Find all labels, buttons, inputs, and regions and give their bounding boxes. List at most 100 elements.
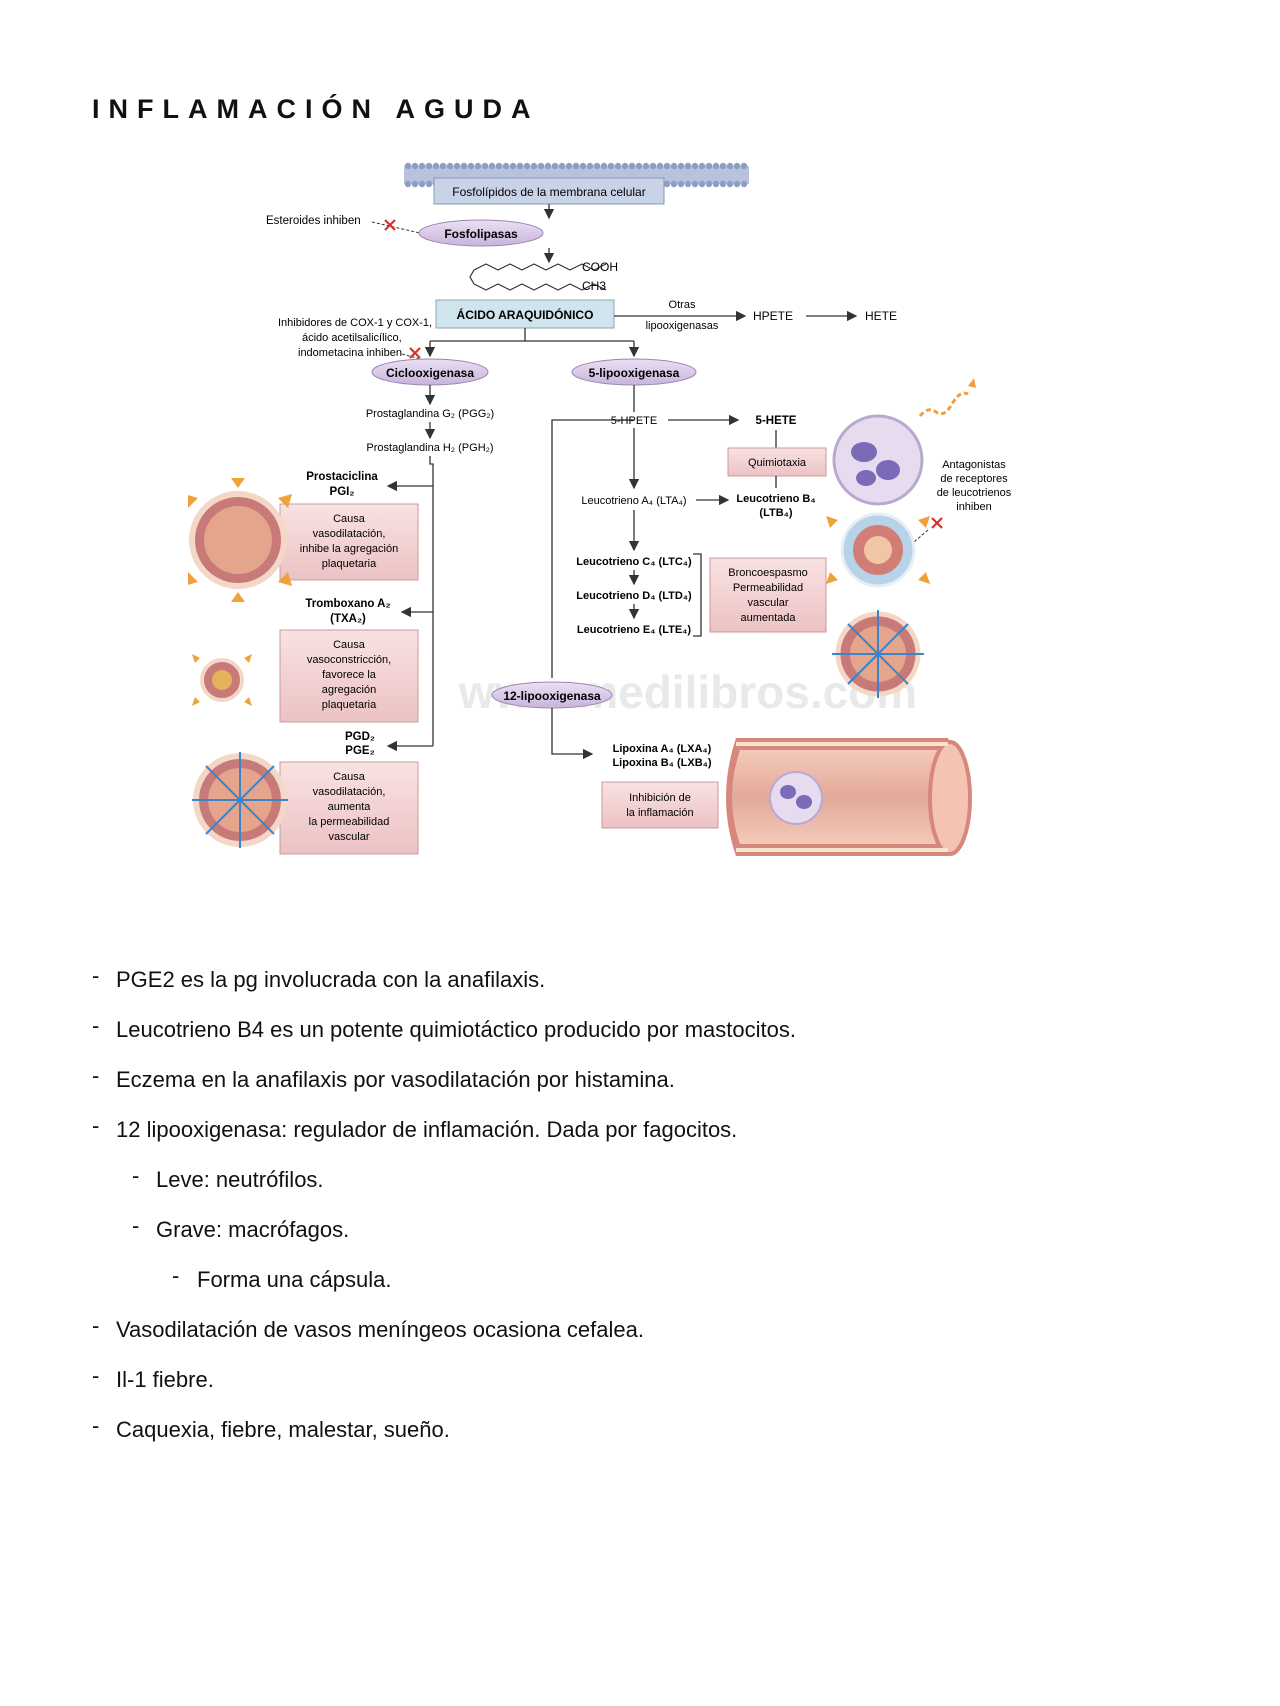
svg-text:vascular: vascular	[748, 597, 789, 609]
note-item: -Il-1 fiebre.	[92, 1363, 1212, 1395]
svg-text:vasodilatación,: vasodilatación,	[313, 528, 386, 540]
pgh2-label: Prostaglandina H₂ (PGH₂)	[366, 442, 493, 454]
svg-text:vasodilatación,: vasodilatación,	[313, 786, 386, 798]
lipid-head	[425, 180, 433, 188]
note-item: -Eczema en la anafilaxis por vasodilatac…	[92, 1063, 1212, 1095]
lipid-head	[495, 162, 503, 170]
lipid-head	[691, 180, 699, 188]
lipoxin-effect-box	[601, 781, 719, 829]
lipid-head	[733, 162, 741, 170]
cox-inhibitors-line-1: Inhibidores de COX-1 y COX-1,	[278, 317, 432, 329]
arachidonic-acid-structure	[469, 263, 607, 291]
lipid-head	[488, 162, 496, 170]
lta4-label: Leucotrieno A₄ (LTA₄)	[581, 495, 686, 507]
other-lox-label-1: Otras	[669, 299, 696, 311]
five-hpete-label: 5-HPETE	[611, 415, 657, 427]
bullet-dash: -	[132, 1213, 140, 1238]
lipid-head	[481, 162, 489, 170]
lipid-head	[600, 162, 608, 170]
lipid-head	[530, 162, 538, 170]
lipid-head	[712, 180, 720, 188]
lipid-head	[691, 162, 699, 170]
lipid-head	[670, 162, 678, 170]
lipid-head	[579, 162, 587, 170]
thromboxane-label: Tromboxano A₂	[305, 598, 390, 610]
lipid-head	[740, 162, 748, 170]
svg-text:Causa: Causa	[333, 771, 366, 783]
note-text: PGE2 es la pg involucrada con la anafila…	[116, 967, 546, 992]
svg-text:plaquetaria: plaquetaria	[322, 558, 377, 570]
note-text: Leve: neutrófilos.	[156, 1167, 324, 1192]
lipid-head	[586, 162, 594, 170]
lipid-head	[544, 162, 552, 170]
steroids-inhibit-label: Esteroides inhiben	[266, 215, 361, 227]
txa2-effect-box	[279, 629, 419, 723]
cooh-label: COOH	[582, 260, 618, 274]
lipid-head	[418, 180, 426, 188]
lipid-head	[446, 162, 454, 170]
svg-text:inhiben: inhiben	[956, 501, 991, 513]
lipid-head	[411, 162, 419, 170]
note-text: Il-1 fiebre.	[116, 1367, 214, 1392]
lipid-head	[467, 162, 475, 170]
bronchospasm-text: Broncoespasmo Permeabilidad vascular aum…	[728, 567, 808, 624]
lipid-head	[726, 180, 734, 188]
lipid-head	[474, 162, 482, 170]
bronchospasm-box	[709, 557, 827, 633]
lipid-head	[663, 180, 671, 188]
svg-text:Antagonistas: Antagonistas	[942, 459, 1006, 471]
lipid-head	[670, 180, 678, 188]
ltc4-label: Leucotrieno C₄ (LTC₄)	[576, 556, 692, 568]
lipid-head	[404, 162, 412, 170]
bullet-dash: -	[92, 1413, 100, 1438]
bullet-dash: -	[92, 1063, 100, 1088]
lipid-head	[593, 162, 601, 170]
lipoxin-effect-line-2: la inflamación	[626, 807, 693, 819]
lipid-head	[509, 162, 517, 170]
bullet-dash: -	[92, 963, 100, 988]
cox-inhibitors-line-2: ácido acetilsalicílico,	[302, 332, 402, 344]
svg-text:de leucotrienos: de leucotrienos	[937, 487, 1012, 499]
ch3-label: CH3	[582, 279, 606, 293]
note-text: Caquexia, fiebre, malestar, sueño.	[116, 1417, 450, 1442]
lipid-head	[698, 162, 706, 170]
lipid-head	[677, 180, 685, 188]
lipid-head	[551, 162, 559, 170]
bullet-dash: -	[132, 1163, 140, 1188]
note-text: Eczema en la anafilaxis por vasodilataci…	[116, 1067, 675, 1092]
permeable-vessel-illustration	[192, 752, 288, 848]
lipid-head	[565, 162, 573, 170]
note-item: -12 lipooxigenasa: regulador de inflamac…	[92, 1113, 1212, 1145]
bullet-dash: -	[172, 1263, 180, 1288]
pgd2-label: PGD₂	[345, 731, 375, 743]
ltb4-label-1: Leucotrieno B₄	[736, 493, 815, 505]
lipid-head	[649, 162, 657, 170]
five-lox-label: 5-lipooxigenasa	[589, 366, 680, 380]
note-item: -Caquexia, fiebre, malestar, sueño.	[92, 1413, 1212, 1445]
page-title: INFLAMACIÓN AGUDA	[92, 94, 540, 124]
ltd4-label: Leucotrieno D₄ (LTD₄)	[576, 590, 692, 602]
lipid-head	[572, 162, 580, 170]
lipid-head	[614, 162, 622, 170]
lipoxin-effect-line-1: Inhibición de	[629, 792, 691, 804]
lipid-head	[558, 162, 566, 170]
lipid-head	[719, 180, 727, 188]
arachidonic-acid-box	[435, 299, 615, 329]
bullet-dash: -	[92, 1013, 100, 1038]
lipid-head	[684, 162, 692, 170]
lte4-label: Leucotrieno E₄ (LTE₄)	[577, 624, 692, 636]
constricted-vessel-illustration	[192, 654, 252, 706]
chemotaxis-box	[727, 447, 827, 477]
lipid-head	[432, 162, 440, 170]
cyclooxygenase-label: Ciclooxigenasa	[386, 366, 474, 380]
note-text: Forma una cápsula.	[197, 1267, 392, 1292]
svg-text:inhibe la agregación: inhibe la agregación	[300, 543, 398, 555]
note-text: Vasodilatación de vasos meníngeos ocasio…	[116, 1317, 644, 1342]
prostacyclin-label: Prostaciclina	[306, 471, 378, 483]
lipid-head	[537, 162, 545, 170]
five-hete-label: 5-HETE	[756, 415, 797, 427]
note-item: -Leucotrieno B4 es un potente quimiotáct…	[92, 1013, 1212, 1045]
note-text: Grave: macrófagos.	[156, 1217, 350, 1242]
lipid-head	[733, 180, 741, 188]
inhibition-x-icon	[913, 517, 943, 543]
